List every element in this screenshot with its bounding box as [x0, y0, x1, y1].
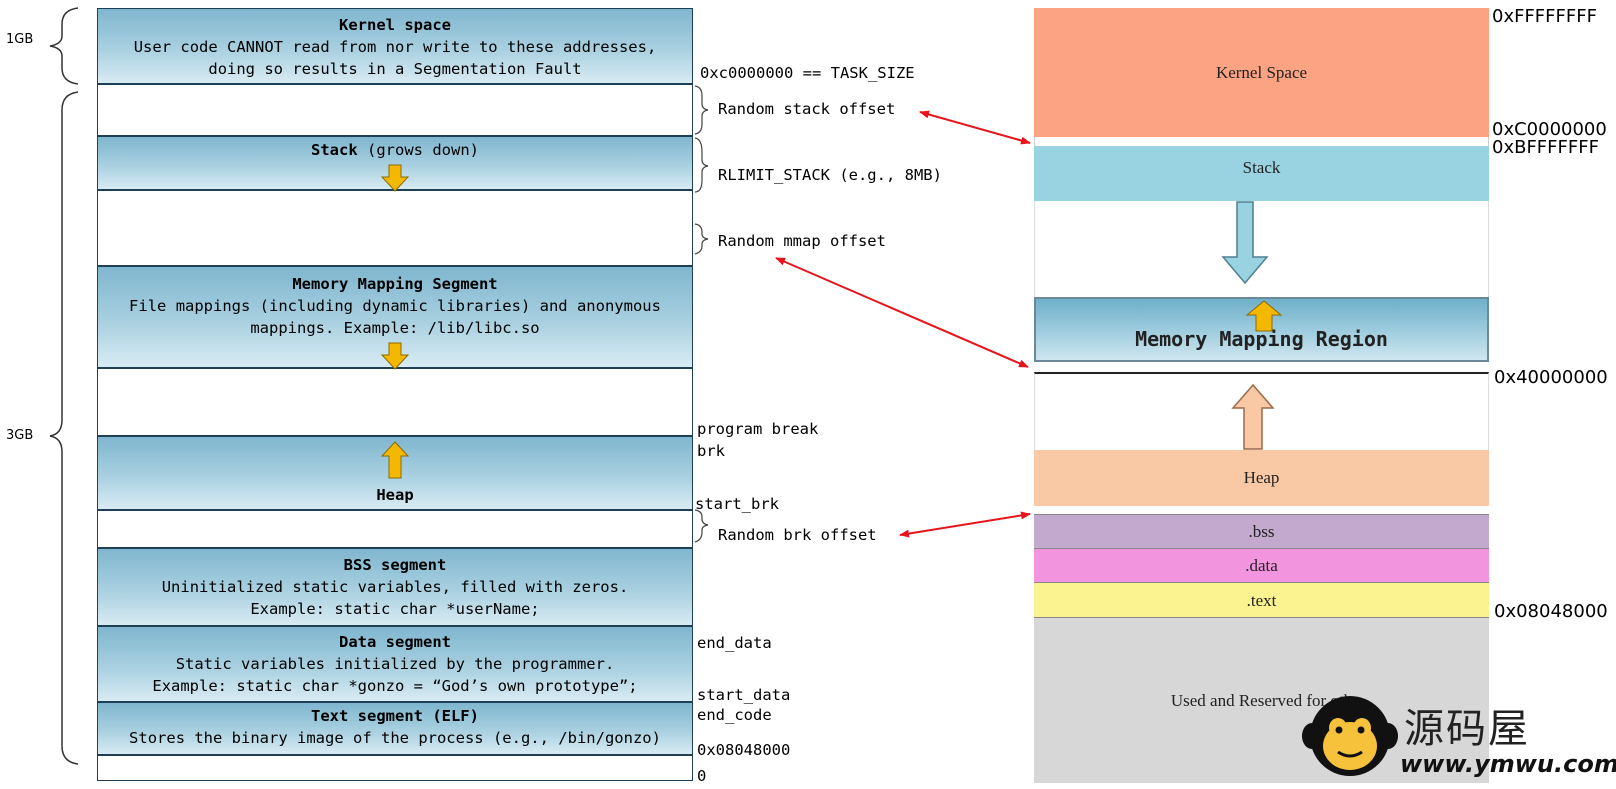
data-segment: Data segment Static variables initialize… — [97, 626, 693, 702]
watermark-url: www.ymwu.com — [1400, 750, 1616, 778]
random-mmap-offset-label: Random mmap offset — [718, 232, 886, 250]
reserved-block: Used and Reserved for oth — [1034, 617, 1489, 783]
mmap-down-arrow-icon — [380, 342, 410, 370]
mmap-title: Memory Mapping Segment — [292, 275, 498, 293]
stack-suffix: (grows down) — [367, 141, 479, 159]
bss-block: .bss — [1034, 514, 1489, 548]
heap-title: Heap — [376, 486, 414, 504]
bss-segment: BSS segment Uninitialized static variabl… — [97, 548, 693, 626]
text-segment: Text segment (ELF) Stores the binary ima… — [97, 702, 693, 755]
text-line1: Stores the binary image of the process (… — [129, 729, 661, 747]
end-code-label: end_code — [697, 706, 772, 724]
monkey-logo-icon — [1302, 696, 1398, 776]
mmap-line1: File mappings (including dynamic librari… — [129, 297, 661, 315]
end-data-label: end_data — [697, 634, 772, 652]
kernel-line1: User code CANNOT read from nor write to … — [133, 38, 657, 56]
brk-label: brk — [697, 442, 725, 460]
task-size-label: 0xc0000000 == TASK_SIZE — [700, 64, 915, 82]
random-brk-offset-label: Random brk offset — [718, 526, 877, 544]
address-bfffffff: 0xBFFFFFFF — [1492, 137, 1599, 158]
null-page-gap — [97, 755, 693, 781]
offset-braces — [694, 85, 709, 543]
bss-line1: Uninitialized static variables, filled w… — [161, 578, 629, 596]
brace-3gb — [49, 91, 79, 765]
watermark-name: 源码屋 — [1404, 706, 1530, 752]
watermark-logo — [1302, 690, 1398, 784]
text-title: Text segment (ELF) — [311, 707, 479, 725]
stack-offset-connector — [919, 110, 1031, 145]
address-40000000: 0x40000000 — [1494, 367, 1608, 388]
mmap-up-arrow-right-icon — [1245, 300, 1283, 332]
stack-down-arrow-right-icon — [1221, 201, 1269, 285]
mmap-segment: Memory Mapping Segment File mappings (in… — [97, 266, 693, 368]
program-break-label: program break — [697, 420, 819, 438]
start-brk-label: start_brk — [695, 495, 779, 513]
kernel-space-block: Kernel Space — [1034, 8, 1489, 137]
data-line1: Static variables initialized by the prog… — [175, 655, 615, 673]
random-stack-offset-label: Random stack offset — [718, 100, 896, 118]
free-gap — [97, 368, 693, 436]
data-block: .data — [1034, 548, 1489, 582]
rlimit-gap — [97, 190, 693, 266]
heap-block: Heap — [1034, 450, 1489, 506]
label-1gb: 1GB — [6, 32, 34, 47]
stack-down-arrow-icon — [380, 164, 410, 192]
side-braces — [49, 7, 79, 765]
stack-title: Stack — [311, 141, 358, 159]
bss-line2: Example: static char *userName; — [250, 600, 540, 618]
rlimit-stack-label: RLIMIT_STACK (e.g., 8MB) — [718, 166, 942, 184]
label-3gb: 3GB — [6, 428, 34, 443]
stack-block: Stack — [1034, 146, 1489, 201]
address-c0000000: 0xC0000000 — [1492, 119, 1607, 140]
data-title: Data segment — [339, 633, 451, 651]
kernel-title: Kernel space — [339, 16, 451, 34]
heap-up-arrow-right-icon — [1231, 384, 1275, 450]
start-data-label: start_data — [697, 686, 791, 704]
data-line2: Example: static char *gonzo = “God’s own… — [152, 677, 638, 695]
kernel-space-segment: Kernel space User code CANNOT read from … — [97, 8, 693, 84]
heap-bss-gap — [1034, 506, 1489, 514]
address-08048000: 0x08048000 — [1494, 601, 1608, 622]
kernel-stack-gap — [1034, 137, 1489, 146]
stack-mmap-gap — [1034, 201, 1489, 297]
mmap-heap-gap-top — [1034, 362, 1489, 372]
text-block: .text — [1034, 582, 1489, 617]
kernel-line2: doing so results in a Segmentation Fault — [208, 60, 582, 78]
heap-up-arrow-icon — [380, 441, 410, 479]
mmap-line2: mappings. Example: /lib/libc.so — [250, 319, 540, 337]
address-top: 0xFFFFFFFF — [1492, 6, 1597, 27]
brace-1gb — [49, 7, 79, 85]
random-stack-gap — [97, 84, 693, 136]
random-brk-gap — [97, 510, 693, 548]
bss-title: BSS segment — [343, 556, 447, 574]
mmap-offset-connector — [775, 257, 1029, 368]
zero-label: 0 — [697, 767, 707, 785]
brk-offset-connector — [899, 511, 1031, 538]
text-address-label: 0x08048000 — [697, 741, 791, 759]
